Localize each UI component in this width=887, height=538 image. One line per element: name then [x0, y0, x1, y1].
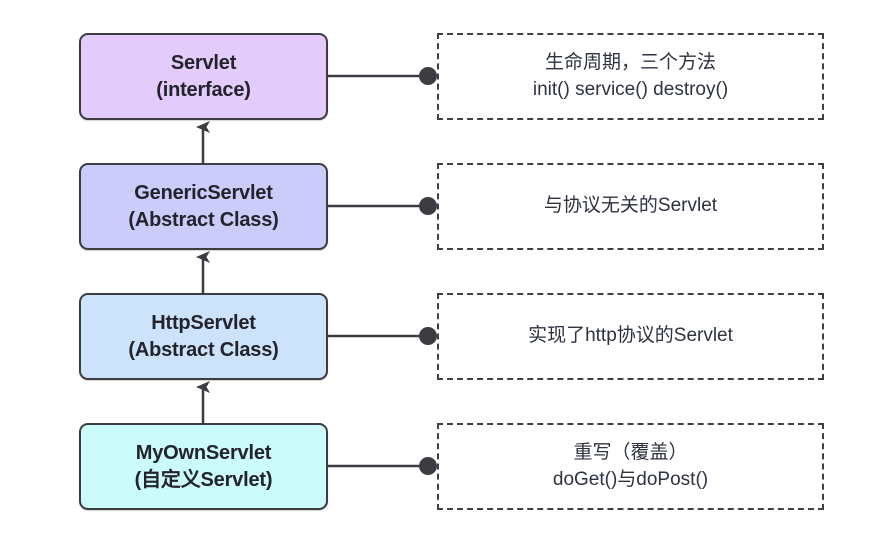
- note-anchor-dot: [419, 67, 437, 85]
- note-line-1: 重写（覆盖）: [573, 441, 688, 463]
- class-box-servlet[interactable]: Servlet (interface): [79, 33, 328, 120]
- note-anchor-dot: [419, 457, 437, 475]
- class-name-genericservlet: GenericServlet: [134, 182, 273, 205]
- note-line-1: 与协议无关的Servlet: [543, 195, 718, 217]
- note-line-1: 生命周期，三个方法: [544, 51, 716, 73]
- note-line-2: doGet()与doPost(): [552, 468, 709, 490]
- class-box-httpservlet[interactable]: HttpServlet (Abstract Class): [79, 293, 328, 380]
- class-stereotype-genericservlet: (Abstract Class): [128, 208, 279, 231]
- class-box-myownservlet[interactable]: MyOwnServlet (自定义Servlet): [79, 423, 328, 510]
- class-name-myownservlet: MyOwnServlet: [135, 442, 272, 465]
- class-stereotype-servlet: (interface): [156, 78, 251, 101]
- note-connector-httpservlet: [328, 327, 437, 345]
- class-name-httpservlet: HttpServlet: [151, 312, 256, 335]
- note-line-2: init() service() destroy(): [532, 78, 729, 100]
- class-box-genericservlet[interactable]: GenericServlet (Abstract Class): [79, 163, 328, 250]
- note-connector-genericservlet: [328, 197, 437, 215]
- note-box-myownservlet-override[interactable]: 重写（覆盖） doGet()与doPost(): [437, 423, 824, 510]
- note-box-httpservlet-desc[interactable]: 实现了http协议的Servlet: [437, 293, 824, 380]
- class-name-servlet: Servlet: [170, 52, 237, 75]
- class-stereotype-httpservlet: (Abstract Class): [128, 338, 279, 361]
- note-line-1: 实现了http协议的Servlet: [528, 325, 733, 347]
- note-anchor-dot: [419, 197, 437, 215]
- note-connector-servlet: [328, 67, 437, 85]
- note-connector-myownservlet: [328, 457, 437, 475]
- note-anchor-dot: [419, 327, 437, 345]
- note-box-servlet-lifecycle[interactable]: 生命周期，三个方法 init() service() destroy(): [437, 33, 824, 120]
- note-box-genericservlet-desc[interactable]: 与协议无关的Servlet: [437, 163, 824, 250]
- class-stereotype-myownservlet: (自定义Servlet): [134, 468, 273, 491]
